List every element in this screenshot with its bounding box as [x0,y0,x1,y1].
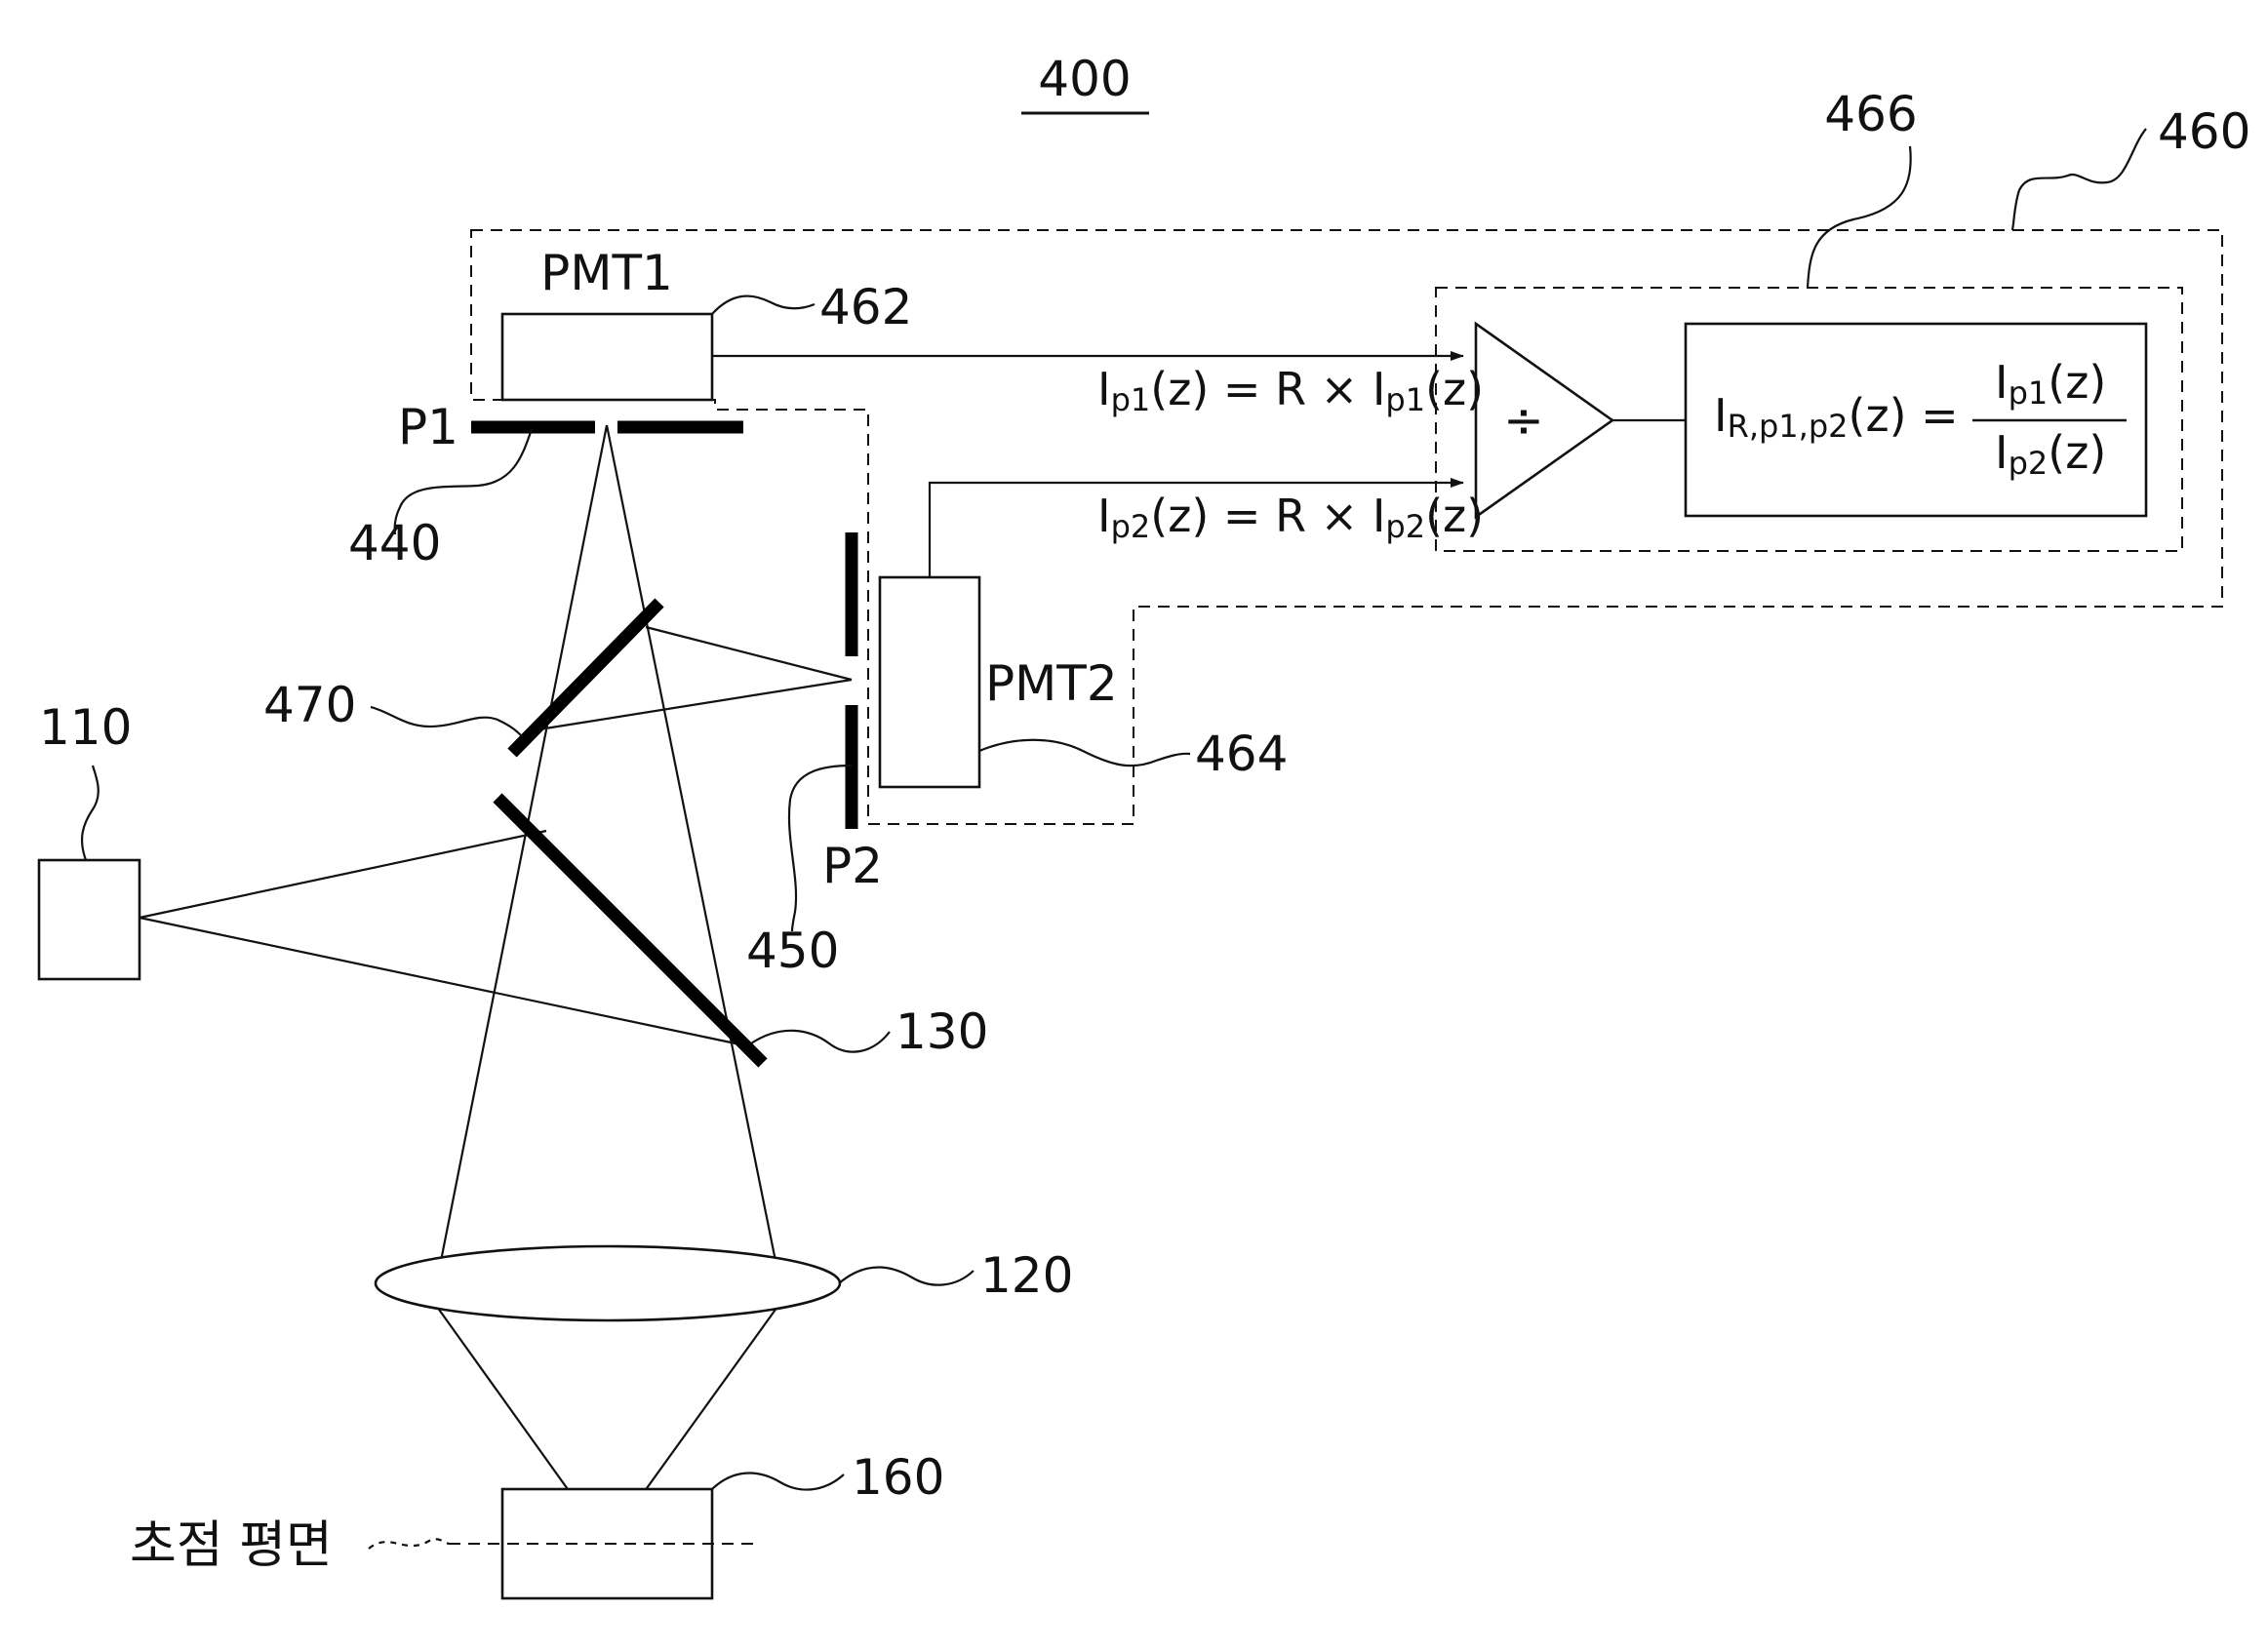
source-ray-lower [139,916,736,1045]
reflected-ray-upper [645,625,853,682]
leader-120 [838,1266,975,1286]
divider-symbol: ÷ [1503,392,1544,449]
leader-130 [750,1029,891,1053]
leader-464 [978,738,1191,767]
ref-462: 462 [819,279,912,335]
ref-160: 160 [852,1449,944,1506]
ref-120: 120 [980,1247,1073,1304]
reflected-ray-lower [526,678,853,733]
leader-440 [393,428,534,535]
beam-splitter-470 [507,598,664,758]
beam-splitter-130 [493,793,768,1068]
ref-130: 130 [895,1003,988,1060]
equation-ratio-numerator: Ip1(z) [1995,356,2106,412]
focal-plane-leader [368,1538,450,1550]
leader-110 [80,765,99,861]
pmt2-detector [878,575,981,789]
leader-460 [2010,128,2147,231]
ref-460: 460 [2158,103,2250,160]
ref-110: 110 [39,699,132,756]
equation-pmt1-signal: Ip1(z) = R × Ip1(z) [1097,363,1484,418]
focal-plane-label: 초점 평면 [130,1516,333,1575]
leader-470 [370,705,523,737]
beam-cone-left [439,424,609,1262]
leader-160 [711,1472,845,1491]
source-ray-upper [139,829,547,920]
ratio-calculator-boundary-466 [1435,287,2183,552]
ref-466: 466 [1824,86,1917,142]
equation-ratio-lhs: IR,p1,p2(z) = [1714,389,1959,445]
figure-number: 400 [1038,51,1131,107]
leader-450 [787,764,853,932]
pmt1-label: PMT1 [540,245,673,301]
ref-450: 450 [746,923,839,979]
ref-470: 470 [263,677,356,733]
leader-466 [1806,145,1912,289]
p2-label: P2 [822,838,883,894]
pmt2-label: PMT2 [985,655,1118,712]
leader-462 [711,295,816,315]
equation-ratio-denominator: Ip2(z) [1995,426,2106,482]
objective-lens [374,1244,842,1322]
equation-pmt2-signal: Ip2(z) = R × Ip2(z) [1097,490,1484,545]
ref-464: 464 [1195,726,1288,782]
beam-cone-right [605,424,777,1262]
p1-label: P1 [398,399,458,455]
divider-block [1474,321,1615,520]
light-source [37,858,141,981]
pmt1-detector [500,312,714,402]
pmt2-signal-line [928,478,1464,577]
